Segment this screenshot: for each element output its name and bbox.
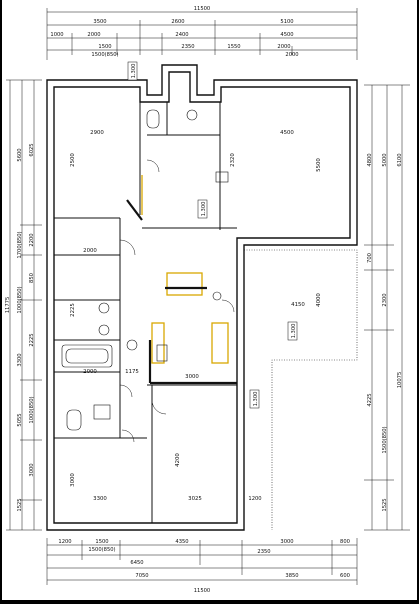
bottom-dim-1: 1200 xyxy=(58,539,71,545)
level-tag-4: 1.300 xyxy=(253,392,259,407)
room-dim-14: 1175 xyxy=(125,369,139,375)
bottom-dimensions xyxy=(46,538,358,585)
room-dim-12: 2225 xyxy=(70,303,76,317)
left-dim-8: 3300 xyxy=(17,353,23,366)
left-dim-5: 850 xyxy=(29,273,35,283)
bottom-dim-6: 6450 xyxy=(130,560,143,566)
bold-segments xyxy=(126,199,237,385)
door-swings xyxy=(119,159,235,443)
top-overall-dim: 11500 xyxy=(194,6,211,12)
left-dim-3: 2200 xyxy=(29,233,35,246)
right-dim-9: 1525 xyxy=(382,498,388,511)
left-dimensions xyxy=(6,79,42,531)
bottom-overall-dim: 11500 xyxy=(194,588,211,594)
top-dimensions xyxy=(46,8,358,60)
room-dim-13: 2000 xyxy=(83,369,97,375)
left-dim-12: 1525 xyxy=(17,498,23,511)
right-dim-4: 10075 xyxy=(397,372,403,389)
room-dim-2: 4500 xyxy=(280,130,294,136)
right-dim-3: 5000 xyxy=(382,153,388,166)
room-dim-7: 3000 xyxy=(185,374,199,380)
top-dim-7: 4500 xyxy=(280,32,293,38)
right-dim-7: 2300 xyxy=(382,293,388,306)
bottom-dim-7: 2350 xyxy=(257,549,270,555)
top-dim-1: 3500 xyxy=(93,19,106,25)
room-dim-8: 3300 xyxy=(93,496,107,502)
bottom-window-label: 1500(850) xyxy=(88,547,115,553)
right-dim-6: 1500(850) xyxy=(382,426,388,453)
room-dim-5: 4000 xyxy=(316,293,322,307)
sink-icon xyxy=(98,324,110,336)
top-dim-2: 2600 xyxy=(171,19,184,25)
top-window-label-2: 2000 xyxy=(285,52,298,58)
top-dim-5: 2000 xyxy=(87,32,100,38)
bottom-dim-4: 3000 xyxy=(280,539,293,545)
right-dim-1: 4800 xyxy=(367,153,373,166)
bottom-dim-9: 3850 xyxy=(285,573,298,579)
left-dim-9: 5055 xyxy=(17,413,23,426)
bottom-dim-3: 4350 xyxy=(175,539,188,545)
room-dim-16: 2500 xyxy=(70,153,76,167)
top-dim-6: 2400 xyxy=(175,32,188,38)
right-dimensions xyxy=(364,84,410,531)
left-dim-1: 5600 xyxy=(17,148,23,161)
left-dim-10: 1000(850) xyxy=(29,396,35,423)
right-dim-8: 700 xyxy=(367,253,373,263)
left-dim-6: 1000(850) xyxy=(17,286,23,313)
outer-walls xyxy=(46,64,358,531)
toilet-icon xyxy=(66,409,82,431)
left-dim-2: 6025 xyxy=(29,143,35,156)
top-dim-4: 1000 xyxy=(50,32,63,38)
left-dim-11: 3000 xyxy=(29,463,35,476)
top-dim-10: 2000 xyxy=(277,44,290,50)
room-dim-10: 4200 xyxy=(175,453,181,467)
bottom-dim-8: 7050 xyxy=(135,573,148,579)
left-dim-7: 2225 xyxy=(29,333,35,346)
top-window-label: 1500(850) xyxy=(91,52,118,58)
bottom-dim-5: 800 xyxy=(340,539,350,545)
room-dim-3: 2000 xyxy=(83,248,97,254)
left-dim-overall: 11775 xyxy=(5,297,11,314)
bath-fixtures xyxy=(61,109,229,431)
bottom-dim-10: 600 xyxy=(340,573,350,579)
highlighted-furniture xyxy=(141,175,229,364)
top-dim-11: 1550 xyxy=(227,44,240,50)
top-dim-8: 1500 xyxy=(98,44,111,50)
right-dim-5: 4225 xyxy=(367,393,373,406)
room-dim-11: 3000 xyxy=(70,473,76,487)
level-tag-1: 1.300 xyxy=(131,64,137,79)
room-dim-15: 2320 xyxy=(230,153,236,167)
room-dim-9: 3025 xyxy=(188,496,202,502)
left-dim-4: 1700(850) xyxy=(17,231,23,258)
level-tags xyxy=(127,61,298,409)
top-dim-9: 2350 xyxy=(181,44,194,50)
level-tag-2: 1.300 xyxy=(201,202,207,217)
level-tag-3: 1.300 xyxy=(291,324,297,339)
bottom-extra-dim: 1200 xyxy=(248,496,261,502)
top-dim-3: 5100 xyxy=(280,19,293,25)
room-dim-6: 4150 xyxy=(291,302,305,308)
room-dim-1: 2900 xyxy=(90,130,104,136)
toilet-icon-2 xyxy=(146,109,160,129)
interior-walls xyxy=(54,87,237,523)
room-dim-4: 5500 xyxy=(316,158,322,172)
bottom-dim-2: 1500 xyxy=(95,539,108,545)
right-dim-2: 6100 xyxy=(397,153,403,166)
